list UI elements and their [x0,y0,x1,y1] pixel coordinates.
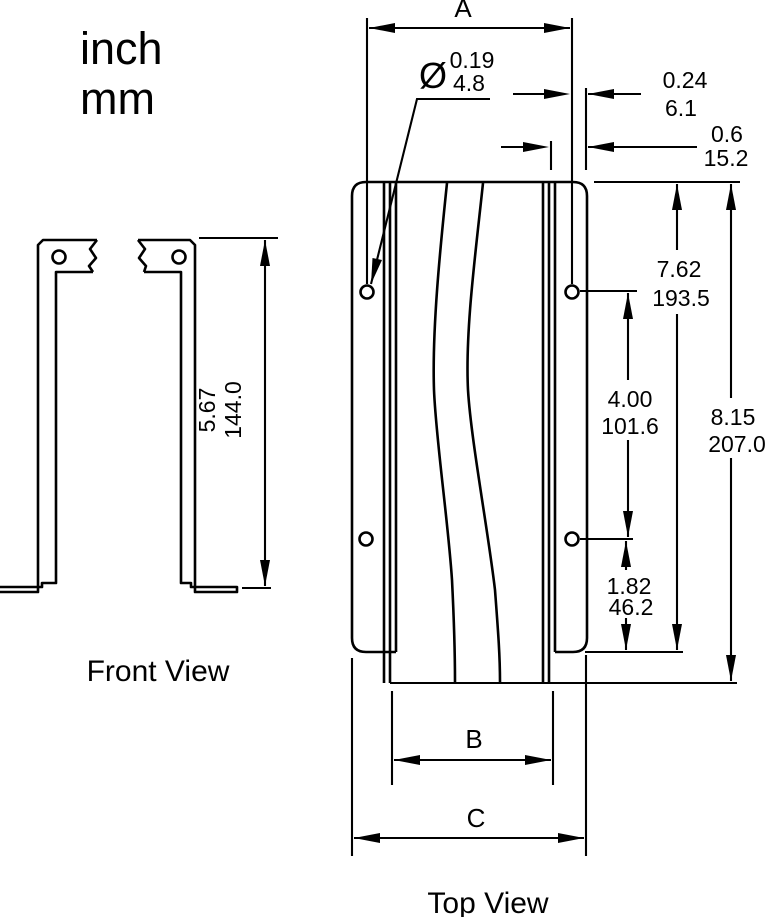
hole-top-left [359,284,375,300]
dim-hole-diameter: Ø 0.19 4.8 [369,47,495,285]
top-view-caption: Top View [427,887,549,917]
dim-body-height-mm: 193.5 [652,285,710,311]
hole-bottom-left [358,531,374,547]
top-view-body [350,180,589,683]
dim-A: A [365,0,574,284]
dim-hole-bottom-offset-inch: 1.82 [607,573,652,599]
dim-hole-diameter-mm: 4.8 [453,70,485,96]
reference-lines [390,180,740,685]
dim-hole-diameter-inch: 0.19 [450,47,495,73]
hole-bottom-right [564,531,580,547]
belt-edge-left [432,182,457,683]
dim-hole-spacing-inch: 4.00 [608,386,653,412]
hole-top-right [564,284,580,300]
dim-hole-edge-offset: 0.24 6.1 [513,67,708,170]
dim-flange-edge-offset-mm: 15.2 [704,145,749,171]
dim-B: B [390,691,555,785]
front-view: 5.67 144.0 Front View [0,236,278,688]
dim-overall-height: 8.15 207.0 [708,184,766,681]
units-mm-label: mm [80,73,155,124]
dim-flange-edge-offset-inch: 0.6 [711,121,743,147]
front-view-left-bracket [0,238,99,594]
dim-C-label: C [467,803,486,833]
dim-overall-height-mm: 207.0 [708,431,766,457]
front-view-right-bracket [136,238,239,594]
front-height-inch: 5.67 [194,388,220,433]
units-inch-label: inch [80,23,163,74]
dim-B-label: B [465,724,482,754]
dim-hole-edge-offset-inch: 0.24 [663,67,708,93]
belt-edge-right [466,182,502,683]
dim-flange-edge-offset: 0.6 15.2 [501,121,748,171]
front-view-caption: Front View [87,655,230,688]
dim-A-label: A [454,0,472,23]
dim-hole-spacing-mm: 101.6 [601,413,659,439]
dim-hole-bottom-offset-mm: 46.2 [609,594,654,620]
dim-C: C [350,655,588,856]
front-left-hole [51,249,67,265]
units-legend: inch mm [80,23,163,124]
dim-hole-bottom-offset: 1.82 46.2 [607,541,654,650]
dim-hole-edge-offset-mm: 6.1 [665,95,697,121]
dim-body-height: 7.62 193.5 [652,184,710,650]
dim-body-height-inch: 7.62 [657,256,702,282]
dim-overall-height-inch: 8.15 [711,404,756,430]
front-view-height-dimension: 5.67 144.0 [194,236,278,590]
dim-hole-diameter-symbol: Ø [419,55,447,96]
top-view: A Ø 0.19 4.8 0.24 6.1 0.6 [350,0,766,917]
front-height-mm: 144.0 [220,381,246,439]
dim-hole-spacing: 4.00 101.6 [601,293,659,537]
front-right-hole [171,249,187,265]
